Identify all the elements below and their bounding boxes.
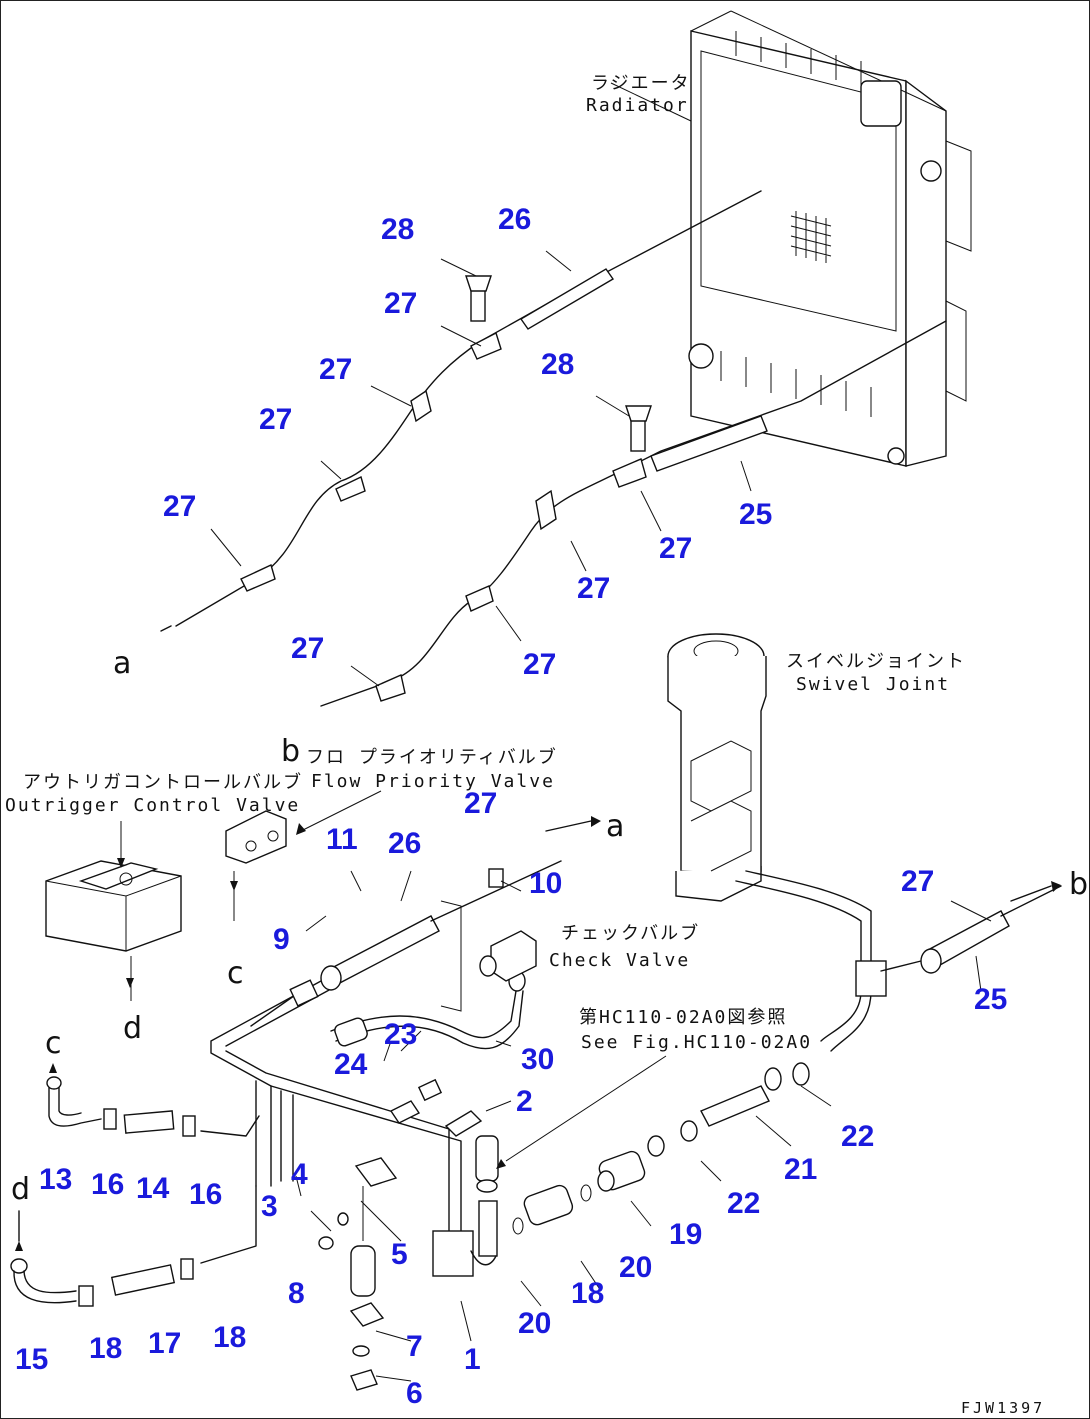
callout-28-f: 27 <box>577 572 610 605</box>
callout-28-e: 27 <box>659 532 692 565</box>
hose-16-17-18 <box>10 1185 257 1307</box>
check-valve-label-en: Check Valve <box>549 950 690 971</box>
callout-28-j: 27 <box>901 865 934 898</box>
callout-28-d: 27 <box>163 490 196 523</box>
callout-3: 3 <box>261 1190 278 1223</box>
callout-27-top: 25 <box>739 498 772 531</box>
letter-b-lower: b <box>1069 867 1088 902</box>
radiator-label-jp: ラジエータ <box>591 73 691 94</box>
callout-6: 6 <box>406 1377 423 1410</box>
callout-11: 11 <box>326 823 358 856</box>
callout-15-a: 16 <box>91 1168 124 1201</box>
callout-17: 17 <box>148 1327 181 1360</box>
callout-28-i: 27 <box>464 787 497 820</box>
callout-2: 2 <box>516 1085 533 1118</box>
callout-4: 4 <box>291 1158 308 1191</box>
leader-lines <box>120 82 992 1382</box>
callout-19: 18 <box>571 1277 604 1310</box>
callout-28-b: 27 <box>319 353 352 386</box>
outrigger-valve-label-en: Outrigger Control Valve <box>5 795 300 816</box>
callout-25: 24 <box>334 1048 368 1081</box>
callout-1: 1 <box>464 1343 481 1376</box>
radiator <box>688 10 972 467</box>
callout-28-g: 27 <box>291 632 324 665</box>
flow-valve-label-en: Flow Priority Valve <box>311 771 555 792</box>
callout-30: 30 <box>521 1043 554 1076</box>
letter-d-upper: d <box>123 1011 142 1046</box>
small-parts <box>318 1078 499 1391</box>
callout-26-mid: 26 <box>388 827 421 860</box>
upper-hose-run <box>160 190 762 632</box>
callout-22: 21 <box>784 1153 817 1186</box>
letter-c-upper: c <box>227 956 244 991</box>
lower-right-fittings <box>512 1062 810 1235</box>
connection-letters: a b a b c c d d <box>11 646 1088 1207</box>
callout-27-right: 25 <box>974 983 1007 1016</box>
callout-28-c: 27 <box>259 403 292 436</box>
callout-23-b: 22 <box>727 1187 760 1220</box>
component-labels: ラジエータ Radiator スイベルジョイント Swivel Joint フロ… <box>5 73 966 1053</box>
callout-21-b: 20 <box>518 1307 551 1340</box>
callout-20: 19 <box>669 1218 702 1251</box>
letter-b-upper: b <box>281 734 300 769</box>
swivel-label-jp: スイベルジョイント <box>786 651 966 672</box>
radiator-label-en: Radiator <box>586 95 689 116</box>
swivel-joint <box>667 633 887 1052</box>
letter-a-upper: a <box>113 646 131 681</box>
callout-18-b: 18 <box>213 1321 246 1354</box>
callout-13: 13 <box>39 1163 72 1196</box>
hoses-24-25-26 <box>250 860 562 1050</box>
callout-24: 23 <box>384 1018 417 1051</box>
letter-d-lower: d <box>11 1172 30 1207</box>
callout-26-top: 26 <box>498 203 531 236</box>
callouts: 28 26 27 27 28 27 27 25 27 27 27 27 27 1… <box>15 203 1007 1410</box>
swivel-label-en: Swivel Joint <box>796 674 950 695</box>
callout-28-a: 27 <box>384 287 417 320</box>
outrigger-valve-label-jp: アウトリガコントロールバルブ <box>23 771 303 793</box>
callout-16: 15 <box>15 1343 48 1376</box>
letter-a-lower: a <box>606 809 624 844</box>
callout-5: 5 <box>391 1238 408 1271</box>
callout-28-h: 27 <box>523 648 556 681</box>
callout-23-a: 22 <box>841 1120 874 1153</box>
drawing-code: FJW1397 <box>961 1399 1045 1417</box>
callout-21-a: 20 <box>619 1251 652 1284</box>
callout-8: 8 <box>288 1277 305 1310</box>
flow-valve-label-jp: フロ プライオリティバルブ <box>306 746 558 768</box>
outrigger-control-valve <box>45 860 182 952</box>
check-valve-label-jp: チェックバルブ <box>561 922 700 944</box>
hose-13-14-15 <box>46 1076 260 1137</box>
see-fig-label-en: See Fig.HC110-02A0 <box>581 1032 812 1053</box>
callout-18-a: 18 <box>89 1332 122 1365</box>
check-valve <box>479 930 537 982</box>
lower-hose-run <box>320 320 947 707</box>
callout-29-mid: 28 <box>541 348 574 381</box>
callout-10: 10 <box>529 867 562 900</box>
flow-priority-valve <box>225 810 287 864</box>
see-fig-label-jp: 第HC110-02A0図参照 <box>579 1007 787 1028</box>
callout-29-top: 28 <box>381 213 414 246</box>
callout-9: 9 <box>273 923 290 956</box>
callout-15-b: 16 <box>189 1178 222 1211</box>
letter-c-lower: c <box>45 1026 62 1061</box>
hose-27-right <box>880 885 1062 974</box>
arrows <box>15 816 1061 1251</box>
callout-14: 14 <box>136 1172 170 1205</box>
callout-7: 7 <box>406 1330 423 1363</box>
